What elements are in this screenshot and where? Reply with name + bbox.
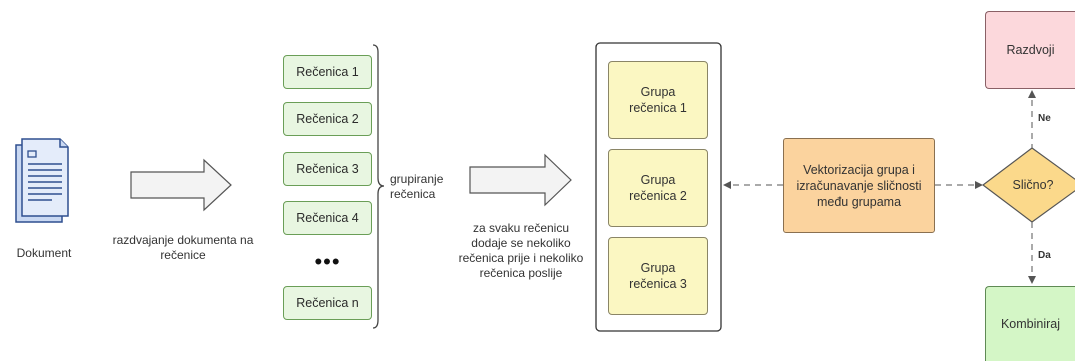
yes-branch-label: Da	[1038, 248, 1058, 263]
split-step-label: razdvajanje dokumenta na rečenice	[112, 233, 254, 262]
document-icon	[15, 138, 69, 223]
group-2-box: Grupa rečenica 2	[608, 149, 708, 227]
sentence-3-box: Rečenica 3	[283, 152, 372, 186]
grouping-brace	[372, 44, 385, 329]
window-step-label: za svaku rečenicu dodaje se nekoliko reč…	[458, 221, 584, 280]
merge-result-box: Kombiniraj	[985, 286, 1075, 361]
decision-label: Slično?	[1012, 178, 1054, 192]
sentence-2-box: Rečenica 2	[283, 102, 372, 136]
split-result-box: Razdvoji	[985, 11, 1075, 89]
grouping-label: grupiranje rečenica	[390, 172, 444, 201]
window-arrow	[469, 153, 572, 207]
group-3-box: Grupa rečenica 3	[608, 237, 708, 315]
split-arrow	[130, 158, 232, 212]
sentence-4-box: Rečenica 4	[283, 201, 372, 235]
sentence-n-box: Rečenica n	[283, 286, 372, 320]
decision-diamond	[982, 147, 1075, 223]
no-branch-label: Ne	[1038, 111, 1058, 126]
document-label: Dokument	[16, 246, 72, 260]
more-sentences-ellipsis: •••	[314, 249, 341, 274]
group-1-box: Grupa rečenica 1	[608, 61, 708, 139]
sentence-1-box: Rečenica 1	[283, 55, 372, 89]
vectorize-box: Vektorizacija grupa i izračunavanje slič…	[783, 138, 935, 233]
